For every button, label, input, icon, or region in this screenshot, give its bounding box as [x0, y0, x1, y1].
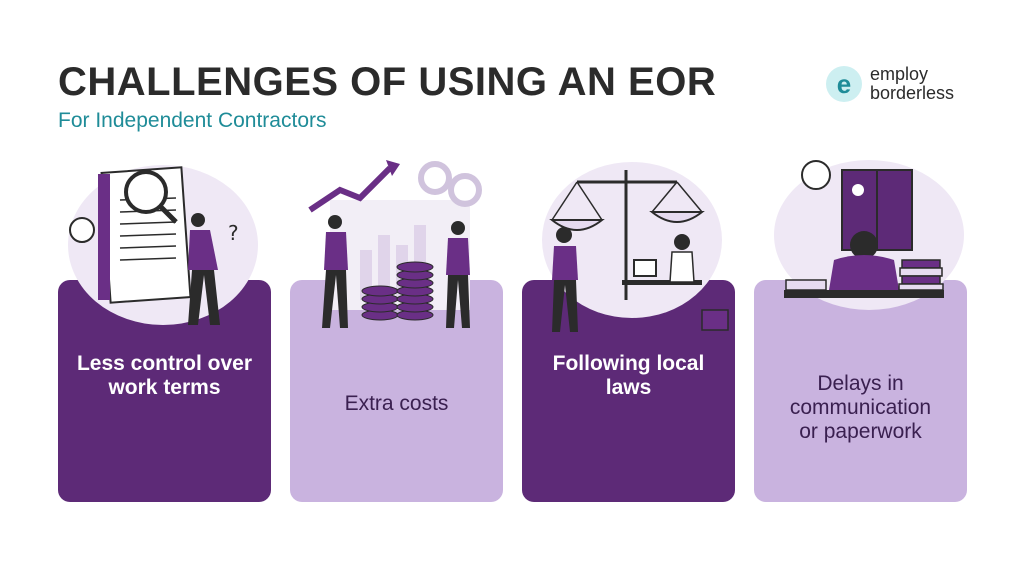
scales-justice-icon: [542, 162, 729, 332]
card-label-line: laws: [605, 376, 652, 399]
logo-mark-icon: e: [826, 66, 862, 102]
card-label-line: Delays in: [817, 372, 904, 395]
coins-chart-icon: [308, 160, 482, 328]
card-label: Following local laws: [522, 352, 735, 400]
svg-text:?: ?: [228, 221, 239, 245]
brand-logo: e employ borderless: [826, 62, 986, 106]
card-label-line: communication: [789, 396, 932, 419]
card-label-line: Less control over: [76, 352, 253, 375]
card-label: Extra costs: [344, 392, 449, 415]
card-label: Delays in communication or paperwork: [754, 372, 967, 444]
night-desk-books-icon: [774, 160, 964, 310]
card-label-line: Following local: [552, 352, 705, 375]
card-label-line: work terms: [108, 376, 221, 399]
logo-line-2: borderless: [870, 83, 955, 103]
page-subtitle: For Independent Contractors: [58, 109, 327, 132]
challenge-card-delays: Delays in communication or paperwork: [754, 280, 967, 502]
card-label-line: or paperwork: [799, 420, 922, 443]
logo-text: employ borderless: [870, 65, 954, 103]
document-magnifier-icon: ?: [68, 165, 258, 325]
page-title: CHALLENGES OF USING AN EOR: [58, 60, 717, 104]
card-label: Less control over work terms: [58, 352, 271, 400]
logo-line-1: employ: [870, 64, 929, 84]
